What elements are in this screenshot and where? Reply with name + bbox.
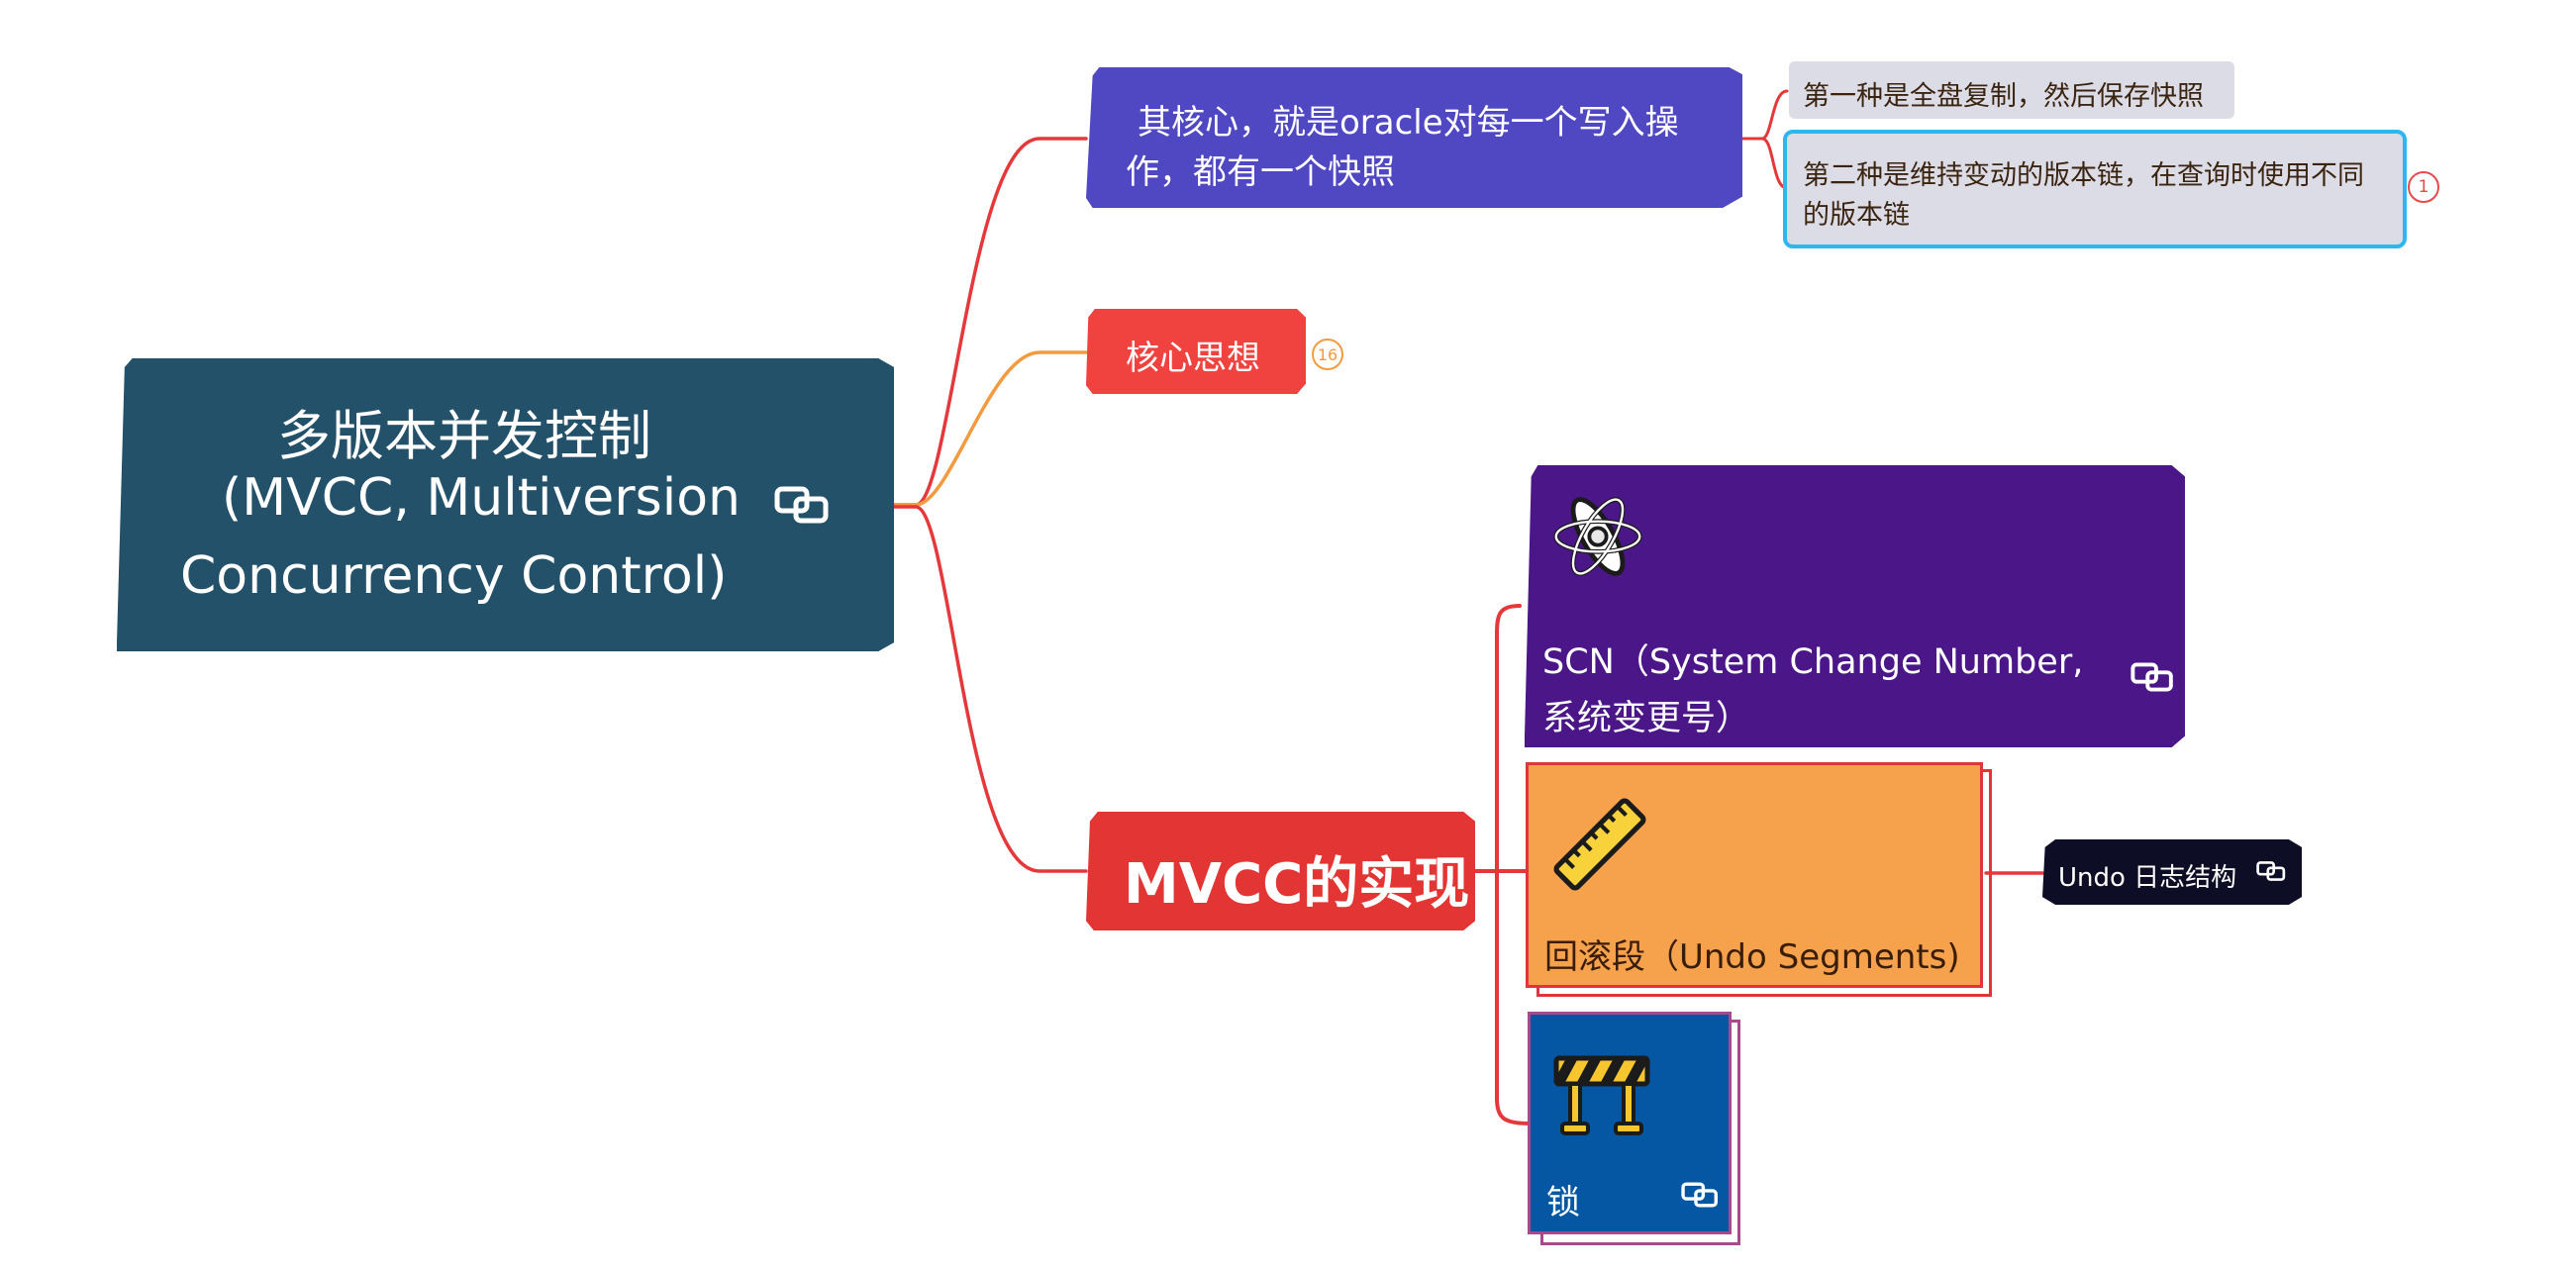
link-icon[interactable] bbox=[2130, 661, 2174, 693]
connector-impl-children bbox=[1473, 604, 1532, 1125]
branch-impl-node[interactable]: MVCC的实现 bbox=[1086, 812, 1475, 930]
collapsed-count-badge[interactable]: 1 bbox=[2408, 171, 2439, 203]
lock-node[interactable]: 锁 bbox=[1528, 1012, 1732, 1234]
scn-line1: SCN（System Change Number, bbox=[1542, 642, 2084, 682]
link-icon[interactable] bbox=[774, 485, 830, 525]
branch-snapshot-line1: 其核心，就是oracle对每一个写入操 bbox=[1138, 103, 1679, 143]
connector-root-impl bbox=[892, 505, 1088, 873]
undo-segments-node[interactable]: 回滚段（Undo Segments) bbox=[1526, 762, 1983, 988]
ruler-icon bbox=[1553, 798, 1646, 891]
root-title-line1: 多版本并发控制 bbox=[277, 405, 651, 467]
undo-log-label: Undo 日志结构 bbox=[2058, 863, 2237, 893]
link-icon[interactable] bbox=[2256, 859, 2286, 883]
branch-impl-label: MVCC的实现 bbox=[1124, 852, 1470, 917]
branch-snapshot-line2: 作，都有一个快照 bbox=[1126, 152, 1395, 192]
branch-core-node[interactable]: 核心思想 bbox=[1086, 309, 1306, 394]
connector-root-snapshot bbox=[892, 137, 1088, 507]
leaf-full-copy[interactable]: 第一种是全盘复制，然后保存快照 bbox=[1789, 61, 2234, 119]
leaf-full-copy-text: 第一种是全盘复制，然后保存快照 bbox=[1803, 81, 2204, 112]
root-node[interactable]: 多版本并发控制 (MVCC, Multiversion Concurrency … bbox=[117, 358, 894, 651]
branch-snapshot-node[interactable]: 其核心，就是oracle对每一个写入操 作，都有一个快照 bbox=[1086, 67, 1742, 208]
root-title-line3: Concurrency Control) bbox=[180, 546, 728, 606]
root-title-line2: (MVCC, Multiversion bbox=[222, 468, 741, 528]
scn-line2: 系统变更号） bbox=[1542, 699, 1751, 738]
connector-root-core bbox=[892, 350, 1088, 507]
leaf-version-chain[interactable]: 第二种是维持变动的版本链，在查询时使用不同 的版本链 bbox=[1783, 130, 2407, 248]
connector-snapshot-children bbox=[1740, 89, 1789, 190]
branch-core-label: 核心思想 bbox=[1126, 339, 1260, 378]
leaf-version-chain-line2: 的版本链 bbox=[1803, 200, 1910, 231]
atom-icon bbox=[1553, 497, 1642, 576]
barrier-icon bbox=[1553, 1055, 1650, 1135]
undo-log-node[interactable]: Undo 日志结构 bbox=[2042, 839, 2302, 905]
lock-label: 锁 bbox=[1546, 1183, 1580, 1222]
leaf-version-chain-line1: 第二种是维持变动的版本链，在查询时使用不同 bbox=[1803, 160, 2364, 191]
scn-node[interactable]: SCN（System Change Number, 系统变更号） bbox=[1525, 465, 2185, 747]
undo-segments-label: 回滚段（Undo Segments) bbox=[1544, 937, 1960, 977]
link-icon[interactable] bbox=[1681, 1181, 1719, 1209]
collapsed-count-badge[interactable]: 16 bbox=[1312, 339, 1343, 370]
